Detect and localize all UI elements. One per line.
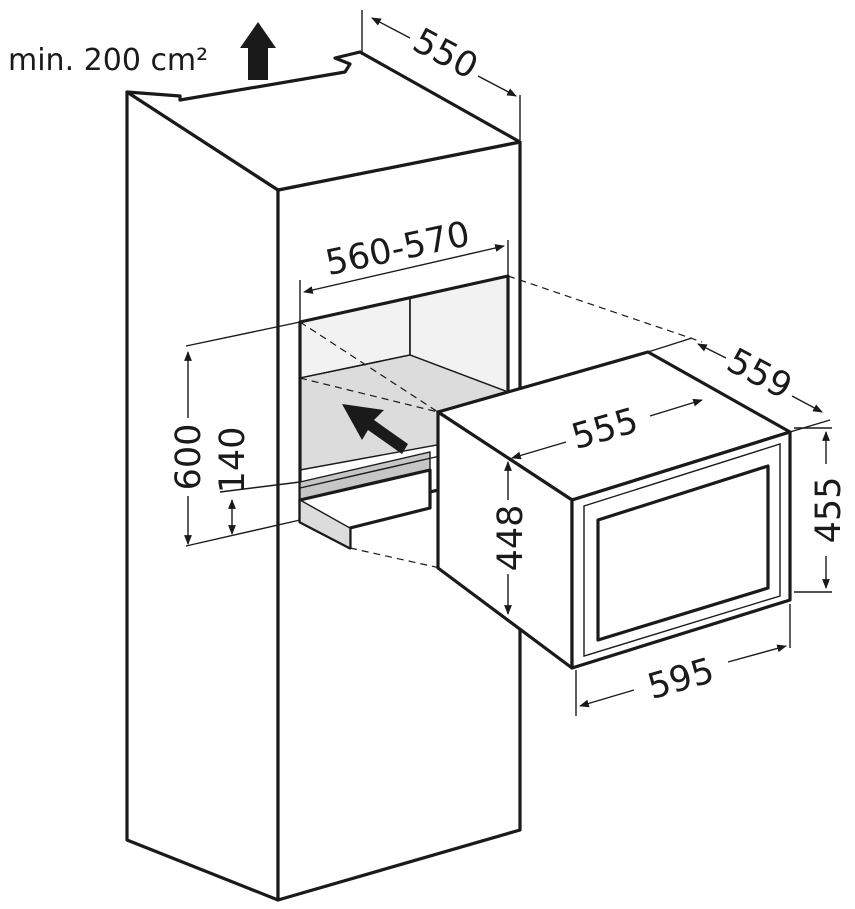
vent-up-arrow-icon: [240, 22, 276, 80]
guide-lines: [299, 275, 703, 569]
label-niche-height: 600: [169, 424, 209, 491]
label-appliance-front-width: 595: [643, 651, 718, 708]
cabinet-top-face: [125, 50, 522, 192]
pullout-drawer: [298, 451, 441, 550]
label-appliance-body-height: 448: [491, 505, 531, 572]
appliance: [436, 350, 792, 670]
ventilation-label: min. 200 cm²: [8, 43, 208, 78]
insert-direction-arrow: [342, 404, 408, 454]
label-appliance-front-height: 455: [809, 477, 849, 544]
cabinet-side-face: [125, 90, 280, 902]
appliance-glass-door: [596, 464, 770, 642]
niche-opening: [298, 274, 510, 522]
ventilation-indicator: min. 200 cm²: [8, 22, 276, 80]
label-cabinet-depth: 550: [406, 21, 484, 88]
dimension-lines: [184, 10, 832, 716]
label-drawer-height: 140: [213, 427, 253, 494]
